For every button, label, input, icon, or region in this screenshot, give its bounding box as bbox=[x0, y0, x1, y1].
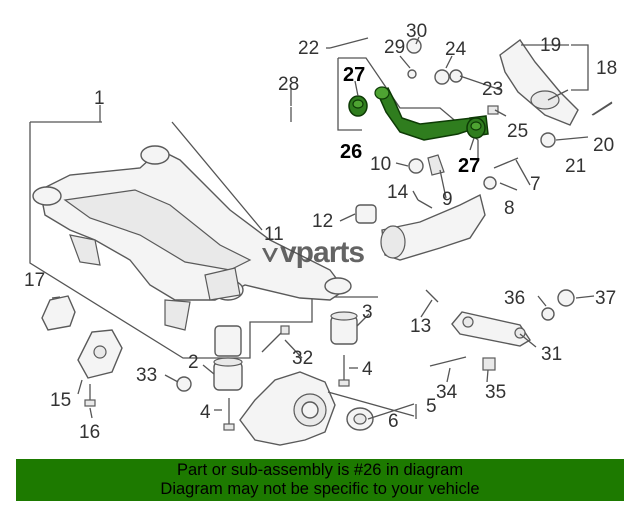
callout-21: 21 bbox=[565, 156, 586, 177]
callout-15: 15 bbox=[50, 390, 71, 411]
callout-26: 26 bbox=[340, 141, 362, 163]
callout-31: 31 bbox=[541, 344, 562, 365]
cover-17[interactable] bbox=[41, 295, 76, 331]
leader-lines bbox=[51, 36, 613, 420]
callout-37: 37 bbox=[595, 288, 616, 309]
callout-19: 19 bbox=[540, 35, 561, 56]
nut-37[interactable] bbox=[557, 289, 575, 307]
callout-30: 30 bbox=[406, 21, 427, 42]
callout-25: 25 bbox=[507, 121, 528, 142]
callout-4-lower: 4 bbox=[200, 402, 211, 423]
knuckle-bushing[interactable] bbox=[346, 407, 374, 431]
washer-36[interactable] bbox=[541, 307, 555, 321]
callout-17: 17 bbox=[24, 270, 45, 291]
nut-33[interactable] bbox=[176, 376, 192, 392]
banner-line-1: Part or sub-assembly is #26 in diagram bbox=[176, 461, 464, 479]
washer-35[interactable] bbox=[482, 357, 496, 371]
toe-link-31[interactable] bbox=[451, 311, 531, 347]
banner-line-2: Diagram may not be specific to your vehi… bbox=[160, 480, 480, 498]
callout-8: 8 bbox=[504, 198, 515, 219]
bolt-34[interactable] bbox=[429, 356, 467, 367]
washer-8[interactable] bbox=[483, 176, 497, 190]
callout-29: 29 bbox=[384, 37, 405, 58]
bracket-9[interactable] bbox=[427, 154, 445, 176]
bracket-25[interactable] bbox=[487, 105, 499, 115]
callout-18: 18 bbox=[596, 58, 617, 79]
highlighted-bushing-right-27[interactable] bbox=[466, 117, 486, 139]
callout-36: 36 bbox=[504, 288, 525, 309]
bushing-24[interactable] bbox=[434, 69, 450, 85]
info-banner: Part or sub-assembly is #26 in diagram D… bbox=[16, 459, 624, 501]
subframe-bolt-upper[interactable] bbox=[338, 355, 350, 387]
nut-30[interactable] bbox=[406, 38, 422, 54]
nut-10[interactable] bbox=[408, 158, 424, 174]
bushing-12[interactable] bbox=[355, 204, 377, 224]
bolt-16[interactable] bbox=[84, 384, 96, 407]
callout-34: 34 bbox=[436, 382, 458, 403]
bolt-32[interactable] bbox=[261, 325, 290, 353]
callout-27-right: 27 bbox=[458, 155, 480, 177]
callout-11: 11 bbox=[264, 224, 284, 245]
subframe-bolt-lower[interactable] bbox=[223, 398, 235, 431]
callout-16: 16 bbox=[79, 422, 100, 443]
callout-24: 24 bbox=[445, 39, 467, 60]
callout-22: 22 bbox=[298, 38, 319, 59]
lower-control-arm[interactable] bbox=[380, 193, 486, 261]
callout-2: 2 bbox=[188, 352, 199, 373]
part-26-group-outline bbox=[337, 57, 479, 162]
callout-14: 14 bbox=[387, 182, 409, 203]
callout-5: 5 bbox=[426, 396, 437, 417]
callout-33: 33 bbox=[136, 365, 157, 386]
callout-10: 10 bbox=[370, 154, 391, 175]
callout-23: 23 bbox=[482, 79, 503, 100]
callout-7: 7 bbox=[530, 174, 541, 195]
highlighted-bushing-left-27[interactable] bbox=[348, 95, 368, 117]
callout-6: 6 bbox=[388, 411, 399, 432]
subframe-bushing-upper[interactable] bbox=[330, 311, 358, 345]
callout-9: 9 bbox=[442, 189, 453, 210]
bolt-22[interactable] bbox=[329, 37, 369, 49]
callout-32: 32 bbox=[292, 348, 313, 369]
callout-labels: 1 2 3 4 4 5 6 7 8 9 10 11 12 13 14 15 16… bbox=[24, 21, 617, 443]
upper-arm-group-outline bbox=[571, 44, 589, 91]
callout-3: 3 bbox=[362, 302, 373, 323]
wheel-knuckle[interactable] bbox=[239, 371, 336, 446]
watermark-text: vparts bbox=[280, 236, 365, 269]
callout-27-left: 27 bbox=[343, 64, 365, 86]
callout-4-upper: 4 bbox=[362, 359, 373, 380]
vparts-watermark: vparts bbox=[262, 236, 365, 270]
vparts-logo-icon bbox=[262, 248, 278, 262]
upper-control-arm[interactable] bbox=[499, 39, 579, 126]
bolt-14[interactable] bbox=[417, 199, 433, 209]
callout-1: 1 bbox=[94, 88, 105, 109]
bolt-7[interactable] bbox=[493, 157, 519, 169]
bushing-21[interactable] bbox=[540, 132, 556, 148]
callout-28: 28 bbox=[278, 74, 299, 95]
callout-35: 35 bbox=[485, 382, 506, 403]
subframe-bushing-lower[interactable] bbox=[213, 325, 243, 391]
bolt-13[interactable] bbox=[425, 289, 439, 303]
washer-29[interactable] bbox=[407, 69, 417, 79]
rear-subframe[interactable] bbox=[32, 145, 352, 331]
callout-12: 12 bbox=[312, 211, 333, 232]
bracket-15[interactable] bbox=[77, 329, 123, 379]
callout-20: 20 bbox=[593, 135, 614, 156]
exploded-parts-diagram: 1 2 3 4 4 5 6 7 8 9 10 11 12 13 14 15 16… bbox=[24, 21, 617, 446]
subframe-group-outline bbox=[29, 105, 378, 359]
callout-13: 13 bbox=[410, 316, 431, 337]
